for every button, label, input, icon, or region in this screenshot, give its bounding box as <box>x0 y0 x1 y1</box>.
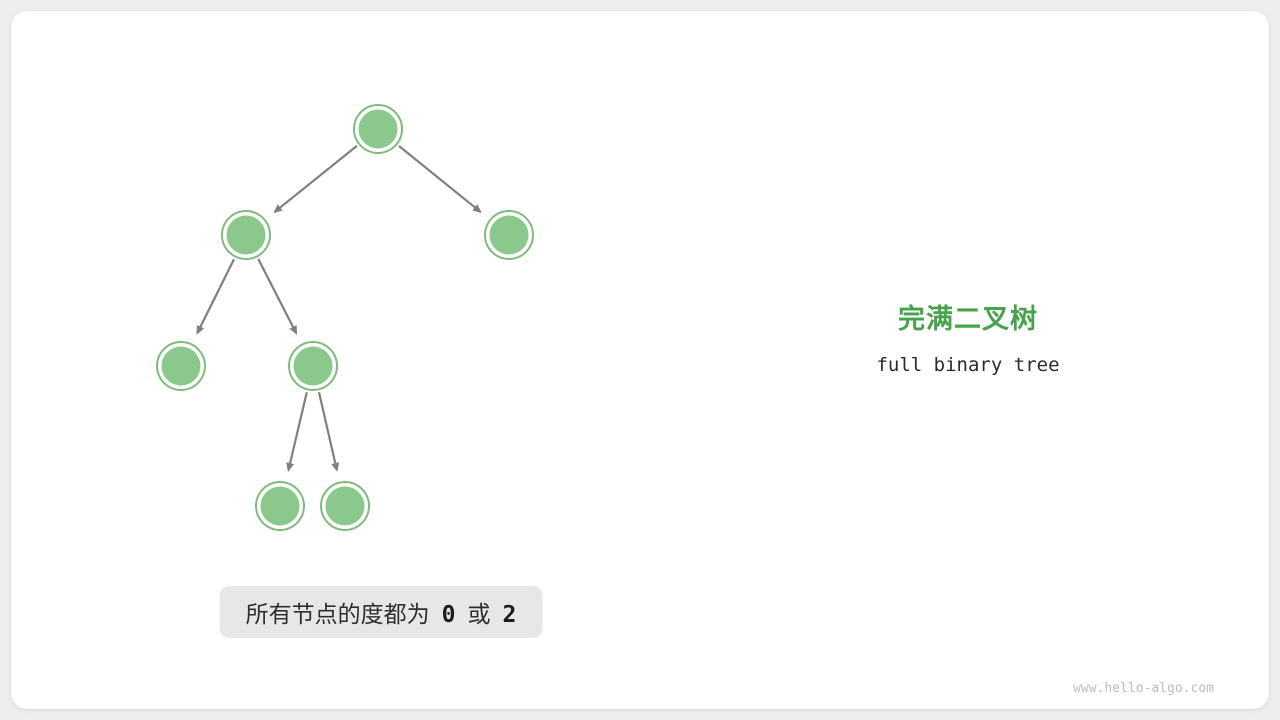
caption-value-2: 2 <box>502 602 517 628</box>
caption-pill: 所有节点的度都为 0 或 2 <box>219 586 543 638</box>
caption-value-0: 0 <box>441 602 456 628</box>
watermark-url: www.hello-algo.com <box>1073 681 1214 696</box>
diagram-title: 完满二叉树 <box>898 304 1038 334</box>
caption-conjunction: 或 <box>467 601 491 627</box>
diagram-subtitle: full binary tree <box>876 354 1060 376</box>
diagram-card <box>11 11 1269 709</box>
caption-prefix: 所有节点的度都为 <box>245 601 430 627</box>
title-block: 完满二叉树 full binary tree <box>876 297 1059 376</box>
